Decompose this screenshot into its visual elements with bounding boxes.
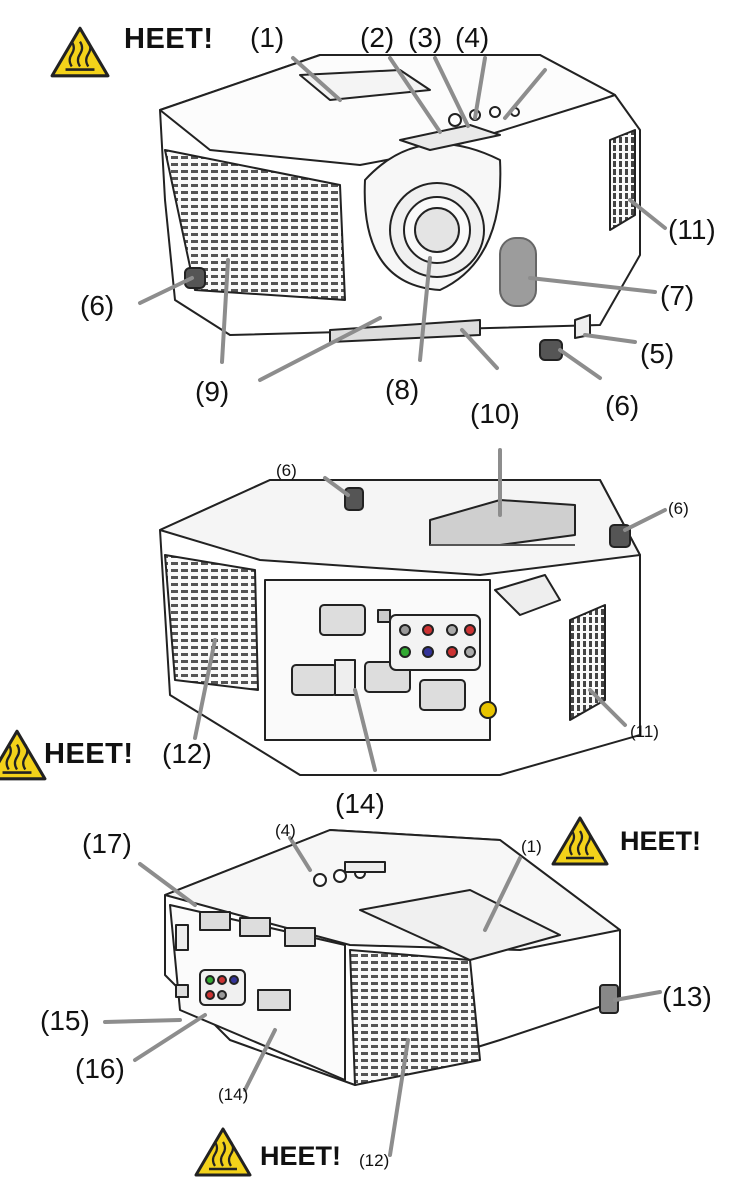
label-14: (14) <box>218 1085 249 1104</box>
label-11: (11) <box>668 214 716 245</box>
label-7: (7) <box>660 280 695 311</box>
label-14: (14) <box>335 788 385 819</box>
projector-front-view <box>159 54 641 361</box>
label-6: (6) <box>276 461 297 480</box>
hot-surface-warning-icon <box>194 1127 252 1177</box>
warning-text: HEET! <box>44 738 134 770</box>
warning-text: HEET! <box>260 1141 341 1171</box>
label-8: (8) <box>385 374 420 405</box>
label-4: (4) <box>455 22 490 53</box>
warning-text: HEET! <box>124 23 214 55</box>
label-1: (1) <box>521 837 542 856</box>
label-6: (6) <box>605 390 640 421</box>
label-11: (11) <box>630 722 659 741</box>
leader-lines <box>103 56 667 1157</box>
label-16: (16) <box>75 1053 125 1084</box>
label-13: (13) <box>662 981 712 1012</box>
label-10: (10) <box>470 398 520 429</box>
label-12: (12) <box>162 738 212 769</box>
label-9: (9) <box>195 376 230 407</box>
hot-surface-warning-icon <box>50 26 110 78</box>
label-5: (5) <box>640 338 675 369</box>
projector-rear-view <box>159 479 641 776</box>
hot-surface-warning-icon <box>551 816 609 866</box>
label-2: (2) <box>360 22 395 53</box>
projector-side-view <box>164 829 621 1086</box>
label-4: (4) <box>275 821 296 840</box>
label-17: (17) <box>82 828 132 859</box>
hot-surface-warning-icon <box>0 729 47 781</box>
warning-text: HEET! <box>620 826 701 856</box>
label-3: (3) <box>408 22 443 53</box>
label-1: (1) <box>250 22 285 53</box>
label-12: (12) <box>359 1151 390 1170</box>
label-6: (6) <box>80 290 115 321</box>
label-15: (15) <box>40 1005 90 1036</box>
label-6: (6) <box>668 499 689 518</box>
